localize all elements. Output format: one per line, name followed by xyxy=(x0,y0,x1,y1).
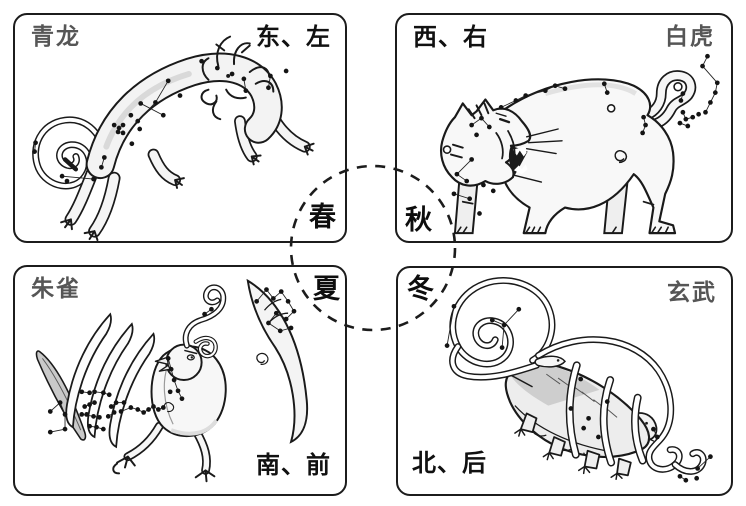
direction-label-east-left: 东、左 xyxy=(256,24,331,51)
vermilion-bird-constellation-illustration xyxy=(35,278,309,483)
panel-vermilion-bird: 朱雀 夏 南、前 xyxy=(13,265,347,496)
creature-label-azure-dragon: 青龙 xyxy=(31,23,81,49)
season-label-autumn: 秋 xyxy=(405,205,432,235)
creature-label-vermilion-bird: 朱雀 xyxy=(31,275,81,301)
panel-azure-dragon: 青龙 东、左 春 xyxy=(13,13,347,243)
direction-label-west-right: 西、右 xyxy=(413,24,488,51)
direction-label-north-back: 北、后 xyxy=(412,450,487,477)
season-label-spring: 春 xyxy=(309,202,336,232)
panel-black-tortoise: 冬 玄武 北、后 xyxy=(396,266,733,496)
azure-dragon-constellation-illustration xyxy=(32,35,315,241)
direction-label-south-front: 南、前 xyxy=(256,452,331,479)
creature-label-white-tiger: 白虎 xyxy=(665,23,715,49)
panel-white-tiger: 西、右 白虎 秋 xyxy=(395,13,733,243)
season-label-summer: 夏 xyxy=(313,274,340,304)
white-tiger-constellation-illustration xyxy=(439,53,720,235)
season-label-winter: 冬 xyxy=(407,274,434,304)
creature-label-black-tortoise: 玄武 xyxy=(667,279,717,305)
black-tortoise-snake-constellation-illustration xyxy=(444,277,713,483)
